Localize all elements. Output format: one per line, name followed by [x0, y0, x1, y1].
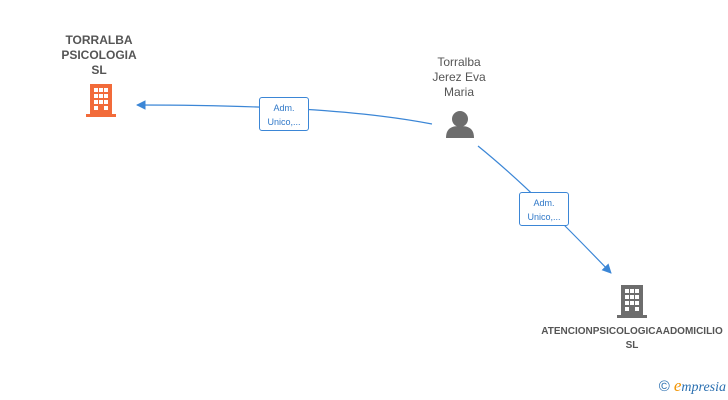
person-label-line: Torralba: [437, 55, 481, 69]
company-label-line: SL: [91, 63, 107, 77]
edge-label-line: Unico,...: [267, 117, 301, 127]
edge-label-line: Unico,...: [527, 212, 561, 222]
watermark-text: mpresia: [681, 380, 726, 395]
company-label-line: PSICOLOGIA: [61, 48, 137, 62]
copyright-icon: ©: [658, 378, 670, 395]
company-label-line: SL: [625, 340, 639, 351]
edge-label-line: Adm.: [273, 103, 295, 113]
edge-label-box[interactable]: Adm. Unico,...: [259, 97, 309, 131]
person-icon[interactable]: [446, 111, 474, 138]
edge-label-line: Adm.: [533, 198, 555, 208]
company-label-line: ATENCIONPSICOLOGICAADOMICILIO: [541, 326, 723, 337]
building-icon[interactable]: [617, 285, 647, 318]
company-label-atencion[interactable]: ATENCIONPSICOLOGICAADOMICILIO SL: [520, 325, 728, 353]
empresia-watermark: ©empresia: [659, 376, 726, 396]
company-label-line: TORRALBA: [65, 33, 133, 47]
person-label[interactable]: Torralba Jerez Eva Maria: [414, 55, 504, 100]
person-label-line: Maria: [443, 85, 474, 99]
person-label-line: Jerez Eva: [432, 70, 486, 84]
watermark-e: e: [673, 376, 682, 395]
building-icon[interactable]: [86, 84, 116, 117]
edge-label-box[interactable]: Adm. Unico,...: [519, 192, 569, 226]
company-label-torralba[interactable]: TORRALBA PSICOLOGIA SL: [44, 33, 154, 78]
